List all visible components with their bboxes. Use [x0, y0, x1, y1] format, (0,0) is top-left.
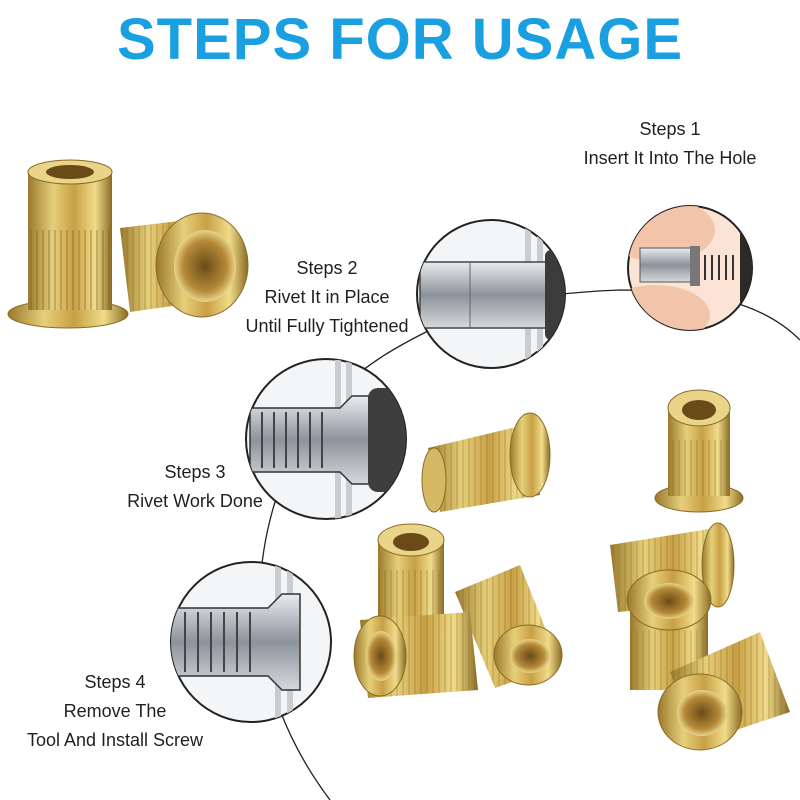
step-3-label: Steps 3	[164, 462, 226, 482]
rivet-nut-product	[421, 412, 551, 513]
step-3-line: Rivet Work Done	[127, 491, 263, 511]
step-2-label: Steps 2	[296, 258, 358, 278]
step-2-line: Rivet It in Place	[264, 287, 390, 307]
rivet-nut-product	[377, 523, 445, 630]
step-2-text: Steps 2 Rivet It in Place Until Fully Ti…	[222, 254, 432, 341]
page-title: STEPS FOR USAGE	[116, 7, 684, 72]
step4-circle	[170, 561, 332, 723]
step-1-text: Steps 1 Insert It Into The Hole	[560, 115, 780, 173]
step-1-line: Insert It Into The Hole	[583, 148, 757, 168]
rivet-nut-product	[657, 632, 790, 751]
step-4-line: Tool And Install Screw	[26, 730, 204, 750]
step-1-label: Steps 1	[639, 119, 701, 139]
step-2-line: Until Fully Tightened	[245, 316, 409, 336]
rivet-nut-product	[7, 159, 129, 329]
rivet-nut-product	[353, 612, 478, 698]
step2-circle	[416, 219, 566, 369]
step3-circle	[245, 358, 407, 520]
step-4-text: Steps 4 Remove The Tool And Install Scre…	[5, 668, 225, 755]
rivet-nut-product	[120, 212, 249, 318]
rivet-nut-product	[455, 565, 563, 688]
step-4-line: Remove The	[63, 701, 167, 721]
rivet-nut-product	[654, 389, 744, 513]
step-3-text: Steps 3 Rivet Work Done	[105, 458, 285, 516]
step1-circle	[627, 205, 753, 331]
step-4-label: Steps 4	[84, 672, 146, 692]
